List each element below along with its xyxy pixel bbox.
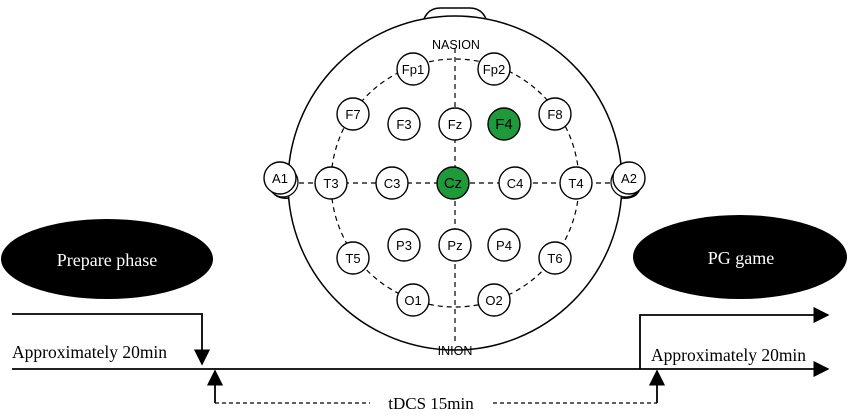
electrode-a1: A1 (263, 161, 299, 198)
electrode-c4-label: C4 (507, 176, 524, 191)
electrode-t4-label: T4 (568, 176, 583, 191)
electrode-f4-label: F4 (495, 116, 513, 133)
electrode-o1-label: O1 (404, 293, 421, 308)
electrode-c4: C4 (498, 166, 532, 200)
electrode-o1: O1 (396, 283, 430, 317)
electrode-f4: F4 (487, 107, 521, 141)
pg-game-step-line (639, 306, 830, 369)
electrode-fp1-label: Fp1 (402, 62, 424, 77)
electrode-fz-label: Fz (448, 117, 462, 132)
pg-game-badge: PG game (633, 215, 847, 299)
electrode-p3: P3 (387, 228, 421, 262)
pg-game-ellipse (633, 215, 847, 299)
electrode-pz: Pz (438, 228, 472, 262)
electrode-pz-circle (438, 228, 472, 262)
electrode-fp1-circle (396, 52, 430, 86)
electrode-t5-circle (336, 241, 370, 275)
electrode-f7: F7 (336, 97, 370, 131)
electrode-a2-label: A2 (621, 171, 637, 186)
electrode-o1-circle (396, 283, 430, 317)
electrode-cz-label: Cz (444, 175, 462, 192)
electrode-a2-circle (612, 161, 646, 195)
electrode-c4-circle (498, 166, 532, 200)
electrode-t5: T5 (336, 241, 370, 275)
electrode-o2: O2 (477, 283, 511, 317)
electrode-t5-label: T5 (345, 251, 360, 266)
electrode-f7-label: F7 (345, 107, 360, 122)
prepare-duration-label: Approximately 20min (12, 342, 167, 362)
electrode-p4: P4 (487, 228, 521, 262)
electrode-fp2: Fp2 (477, 52, 511, 86)
electrode-a2: A2 (610, 161, 646, 198)
electrode-p3-label: P3 (396, 238, 412, 253)
electrode-cz: Cz (436, 166, 470, 200)
electrode-c3-circle (375, 166, 409, 200)
electrode-a1-circle (263, 161, 297, 195)
pg-game-label: PG game (708, 248, 775, 268)
nasion-label: NASION (432, 38, 480, 52)
prepare-phase-badge: Prepare phase (1, 219, 213, 299)
electrode-f3: F3 (387, 107, 421, 141)
electrode-t6-label: T6 (547, 251, 562, 266)
inion-label: INION (438, 344, 473, 358)
electrode-f7-circle (336, 97, 370, 131)
electrode-p3-circle (387, 228, 421, 262)
prepare-phase-label: Prepare phase (57, 250, 157, 270)
electrode-f3-circle (387, 107, 421, 141)
electrode-f4-circle (487, 107, 521, 141)
electrode-fz-circle (438, 107, 472, 141)
prepare-phase-step-line (12, 313, 211, 366)
electrode-o2-circle (477, 283, 511, 317)
electrode-t3: T3 (314, 166, 348, 200)
electrode-cz-circle (436, 166, 470, 200)
electrode-f8-label: F8 (547, 107, 562, 122)
electrode-p4-circle (487, 228, 521, 262)
electrode-pz-label: Pz (447, 238, 462, 253)
timeline (12, 306, 830, 404)
electrode-f3-label: F3 (396, 117, 411, 132)
electrode-o2-label: O2 (485, 293, 502, 308)
tdcs-duration-label: tDCS 15min (388, 394, 474, 413)
electrode-fz: Fz (438, 107, 472, 141)
electrode-t3-circle (314, 166, 348, 200)
electrode-c3: C3 (375, 166, 409, 200)
electrode-p4-label: P4 (496, 238, 512, 253)
electrode-t4-circle (559, 166, 593, 200)
electrode-f8: F8 (538, 97, 572, 131)
electrode-t6: T6 (538, 241, 572, 275)
prepare-phase-ellipse (1, 219, 213, 299)
electrode-fp1: Fp1 (396, 52, 430, 86)
electrode-t4: T4 (559, 166, 593, 200)
electrode-fp2-label: Fp2 (483, 62, 505, 77)
electrode-a1-label: A1 (272, 171, 288, 186)
electrode-fp2-circle (477, 52, 511, 86)
electrode-t6-circle (538, 241, 572, 275)
electrode-c3-label: C3 (384, 176, 401, 191)
electrode-t3-label: T3 (323, 176, 338, 191)
game-duration-label: Approximately 20min (651, 345, 806, 365)
electrode-f8-circle (538, 97, 572, 131)
